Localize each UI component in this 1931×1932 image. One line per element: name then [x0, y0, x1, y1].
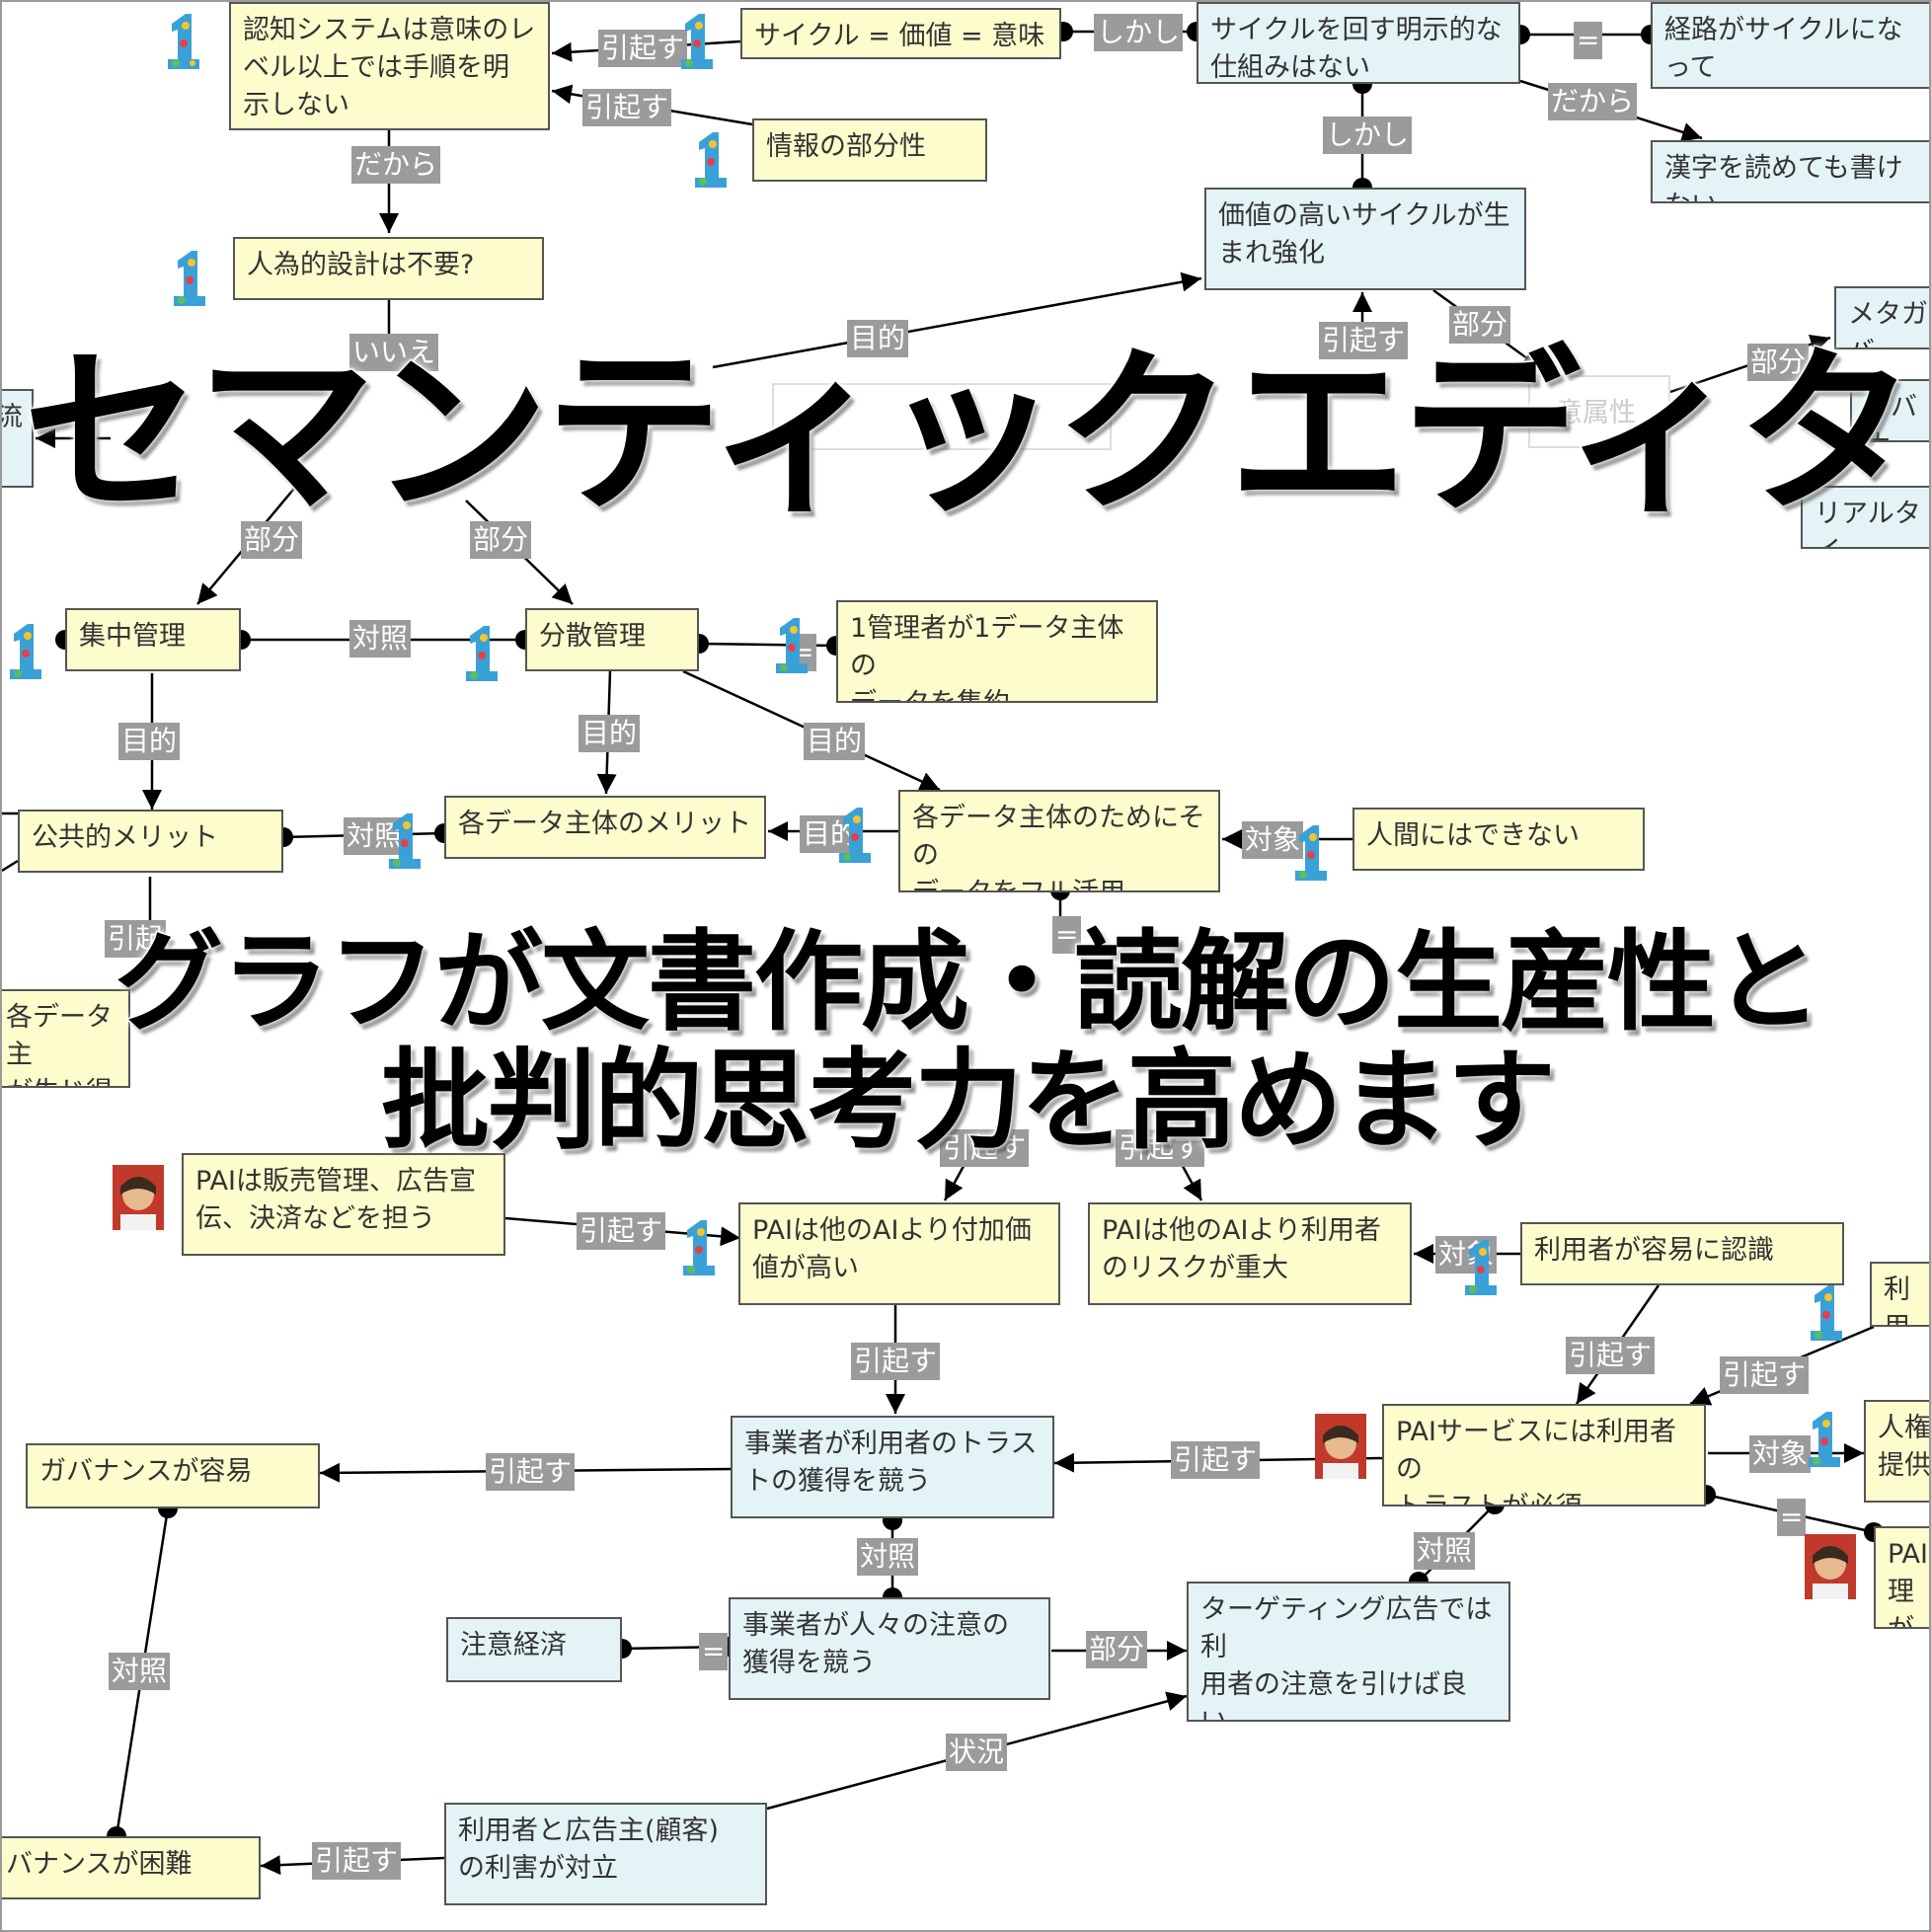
edge-label: 引起す [1116, 1129, 1205, 1167]
node[interactable]: 人為的設計は不要? [233, 237, 544, 300]
page-title: セマンティックエディタ [22, 331, 1917, 537]
ghost-node: 意属性 [1528, 375, 1670, 448]
edge-label: 部分 [1449, 306, 1511, 344]
edge-label: 部分 [470, 521, 532, 559]
node[interactable]: 利用 [1870, 1262, 1929, 1327]
node[interactable]: 漢字を読めても書けない [1651, 140, 1929, 203]
edge-label: 引起 [105, 920, 167, 958]
number-one-badge-icon [683, 1220, 715, 1275]
edge-label: 引起す [1171, 1441, 1261, 1479]
edge-label: 引起す [598, 30, 688, 67]
edge-label: 対照 [1414, 1532, 1476, 1570]
node[interactable]: 人権 提供 [1864, 1400, 1929, 1503]
edge-label: 引起す [312, 1842, 402, 1880]
edge-label: = [1052, 916, 1082, 954]
edge-label: = [699, 1633, 729, 1670]
edge-label: 対象 [1749, 1435, 1812, 1473]
number-one-badge-icon [776, 618, 808, 673]
node[interactable]: 1管理者が1データ主体の データを集約 [836, 600, 1158, 703]
edge-label: 部分 [1747, 344, 1810, 381]
edge-label: 引起す [582, 89, 672, 126]
node[interactable]: 集中管理 [65, 608, 241, 671]
node[interactable]: リアルタイ [1801, 486, 1929, 549]
node[interactable]: 事業者が人々の注意の 獲得を競う [729, 1597, 1050, 1700]
node[interactable]: 各データ主 が生じ得る [2, 989, 130, 1088]
ghost-node [772, 383, 1112, 450]
edge-label: 目的 [118, 723, 181, 760]
node[interactable]: 情報の部分性 [752, 118, 987, 182]
number-one-badge-icon [1465, 1240, 1497, 1295]
edge-label: 引起す [940, 1129, 1030, 1167]
subtitle-line-1: グラフが文書作成・読解の生産性と [114, 918, 1824, 1047]
edge-line [712, 271, 1202, 369]
edge-label: 引起す [1566, 1337, 1656, 1374]
edge-label: = [1777, 1499, 1807, 1536]
node[interactable]: PAIは販売管理、広告宣 伝、決済などを担う [182, 1153, 505, 1256]
edge-label: 対照 [109, 1653, 171, 1690]
edge-label: 引起す [577, 1212, 666, 1250]
node[interactable]: 各データ主体のためにその データをフル活用 [898, 790, 1220, 892]
node[interactable]: メタガバ [1834, 286, 1929, 349]
edge-label: しかし [1094, 14, 1184, 51]
node[interactable]: 注意経済 [446, 1617, 622, 1682]
node[interactable]: 公共的メリット [18, 810, 283, 873]
subtitle-line-2: 批判的思考力を高めます [380, 1037, 1558, 1166]
node[interactable]: ガバナンスが容易 [26, 1443, 320, 1508]
node[interactable]: 利用者と広告主(顧客) の利害が対立 [444, 1803, 767, 1905]
edge-label: 部分 [241, 521, 303, 559]
node[interactable]: PAIサービスには利用者の トラストが必須 [1382, 1404, 1706, 1507]
node[interactable]: 流 [2, 389, 34, 488]
number-one-badge-icon [10, 624, 41, 679]
node[interactable]: 分散管理 [525, 608, 699, 671]
edge-label: 対象 [1242, 821, 1304, 859]
number-one-badge-icon [389, 813, 421, 869]
node[interactable]: 事業者が利用者のトラス トの獲得を競う [731, 1416, 1054, 1518]
ghost-label: 意属性 [1556, 398, 1636, 428]
user-avatar-icon [1805, 1534, 1856, 1599]
edge-label: 目的 [804, 723, 866, 760]
edge-label: 対照 [857, 1538, 919, 1576]
number-one-badge-icon [168, 14, 199, 69]
edge-label: 部分 [1086, 1631, 1148, 1668]
edge-label: 引起す [1319, 322, 1409, 359]
user-avatar-icon [113, 1165, 164, 1230]
node[interactable]: 価値の高いサイクルが生 まれ強化 [1204, 188, 1526, 290]
number-one-badge-icon [839, 808, 871, 863]
number-one-badge-icon [174, 251, 205, 306]
number-one-badge-icon [1809, 1412, 1840, 1467]
node[interactable]: サイクル = 価値 = 意味 [740, 8, 1061, 59]
edge-label: いいえ [349, 334, 439, 371]
edge-line [2, 859, 19, 873]
edge-label: = [1574, 22, 1603, 59]
edge-label: 対照 [349, 620, 412, 657]
node[interactable]: 経路がサイクルになって るだけ [1651, 2, 1929, 89]
node[interactable]: バナンスが困難 [2, 1836, 261, 1899]
node[interactable]: PAIは他のAIより利用者 のリスクが重大 [1088, 1202, 1412, 1305]
user-avatar-icon [1315, 1414, 1366, 1479]
edge-label: 引起す [851, 1343, 941, 1380]
edge-label: 引起す [486, 1453, 576, 1491]
edge-label: 目的 [847, 320, 909, 357]
node[interactable]: 認知システムは意味のレ ベル以上では手順を明 示しない [229, 2, 550, 130]
node[interactable]: 各データ主体のメリット [444, 796, 766, 859]
number-one-badge-icon [466, 626, 498, 681]
node[interactable]: PAI 理が [1874, 1526, 1929, 1629]
node[interactable]: ガバナ [1850, 379, 1929, 442]
edge-label: 状況 [946, 1734, 1008, 1771]
edge-label: だから [1548, 83, 1638, 120]
number-one-badge-icon [1811, 1285, 1842, 1341]
edge-label: だから [351, 146, 441, 184]
node[interactable]: 利用者が容易に認識 [1520, 1222, 1844, 1285]
number-one-badge-icon [1295, 825, 1327, 881]
number-one-badge-icon [695, 132, 727, 188]
edge-label: 引起す [1720, 1356, 1810, 1394]
edge-label: 目的 [579, 715, 641, 752]
node[interactable]: 人間にはできない [1352, 808, 1645, 871]
number-one-badge-icon [681, 14, 713, 69]
edge-label: しかし [1323, 116, 1413, 154]
node[interactable]: サイクルを回す明示的な 仕組みはない [1197, 2, 1520, 84]
node[interactable]: ターゲティング広告では利 用者の注意を引けば良 い [1187, 1582, 1510, 1722]
node[interactable]: PAIは他のAIより付加価 値が高い [738, 1202, 1060, 1305]
